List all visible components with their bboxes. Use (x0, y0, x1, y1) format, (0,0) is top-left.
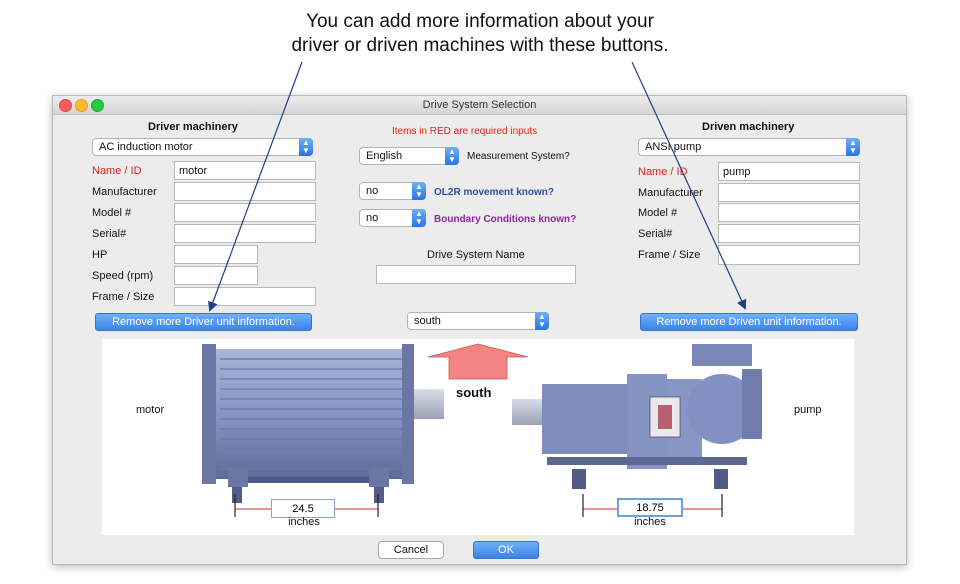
driver-spacing-unit: inches (288, 516, 320, 528)
measurement-system-value: English (366, 150, 403, 162)
driven-frame-label: Frame / Size (638, 249, 701, 261)
motor-illustration (202, 344, 444, 503)
close-window-button[interactable] (59, 99, 72, 112)
driver-serial-label: Serial# (92, 228, 127, 240)
instruction-caption: You can add more information about your … (250, 10, 710, 58)
driven-type-value: ANSI pump (645, 141, 702, 153)
driver-speed-input[interactable] (174, 266, 258, 285)
direction-select[interactable]: south ▲▼ (407, 312, 549, 330)
driven-spacing-unit: inches (634, 516, 666, 528)
chevron-updown-icon: ▲▼ (846, 138, 860, 156)
driven-type-select[interactable]: ANSI pump ▲▼ (638, 138, 860, 156)
ol2r-value: no (366, 185, 379, 197)
driver-manufacturer-label: Manufacturer (92, 186, 157, 198)
chevron-updown-icon: ▲▼ (445, 147, 459, 165)
driver-header: Driver machinery (148, 121, 238, 133)
driver-drawing-label: motor (136, 404, 165, 416)
pump-illustration (512, 344, 762, 489)
driver-type-value: AC induction motor (99, 141, 193, 153)
driver-hp-label: HP (92, 249, 108, 261)
zoom-window-button[interactable] (91, 99, 104, 112)
driver-speed-label: Speed (rpm) (92, 270, 154, 282)
driver-serial-input[interactable] (174, 224, 316, 243)
driver-frame-label: Frame / Size (92, 291, 155, 303)
direction-arrow (427, 343, 529, 380)
required-inputs-note: Items in RED are required inputs (392, 126, 538, 137)
driver-manufacturer-input[interactable] (174, 182, 316, 201)
driven-manufacturer-label: Manufacturer (638, 187, 703, 199)
measurement-system-select[interactable]: English ▲▼ (359, 147, 459, 165)
minimize-window-button[interactable] (75, 99, 88, 112)
system-name-label: Drive System Name (427, 249, 525, 261)
driver-hp-input[interactable] (174, 245, 258, 264)
driven-model-label: Model # (638, 207, 678, 219)
driver-spacing-input[interactable] (271, 499, 335, 518)
chevron-updown-icon: ▲▼ (412, 209, 426, 227)
ol2r-select[interactable]: no ▲▼ (359, 182, 426, 200)
driven-name-label: Name / ID (638, 166, 688, 178)
driven-drawing-label: pump (794, 404, 822, 416)
driven-name-input[interactable] (718, 162, 860, 181)
driven-header: Driven machinery (702, 121, 795, 133)
direction-drawing-label: south (456, 385, 492, 400)
driver-frame-input[interactable] (174, 287, 316, 306)
window-titlebar: Drive System Selection (53, 96, 906, 115)
window-title: Drive System Selection (422, 99, 537, 111)
direction-value: south (414, 315, 441, 327)
chevron-updown-icon: ▲▼ (535, 312, 549, 330)
boundary-conditions-select[interactable]: no ▲▼ (359, 209, 426, 227)
driver-more-info-button[interactable]: Remove more Driver unit information. (95, 313, 312, 331)
driven-frame-input[interactable] (718, 245, 860, 265)
driven-serial-input[interactable] (718, 224, 860, 243)
cancel-button[interactable]: Cancel (378, 541, 444, 559)
ok-button[interactable]: OK (473, 541, 539, 559)
caption-line-1: You can add more information about your (306, 11, 654, 32)
ol2r-label: OL2R movement known? (434, 187, 555, 198)
driven-more-info-button[interactable]: Remove more Driven unit information. (640, 313, 858, 331)
boundary-conditions-label: Boundary Conditions known? (434, 214, 577, 225)
driven-spacing-input[interactable] (617, 498, 683, 517)
driver-type-select[interactable]: AC induction motor ▲▼ (92, 138, 313, 156)
system-name-input[interactable] (376, 265, 576, 284)
driver-model-input[interactable] (174, 203, 316, 222)
driven-model-input[interactable] (718, 203, 860, 222)
driver-model-label: Model # (92, 207, 132, 219)
driver-name-input[interactable] (174, 161, 316, 180)
driven-serial-label: Serial# (638, 228, 673, 240)
boundary-conditions-value: no (366, 212, 379, 224)
measurement-system-label: Measurement System? (467, 151, 570, 162)
chevron-updown-icon: ▲▼ (299, 138, 313, 156)
chevron-updown-icon: ▲▼ (412, 182, 426, 200)
caption-line-2: driver or driven machines with these but… (291, 35, 669, 56)
drivetrain-drawing: motor pump south inches inches (102, 339, 854, 535)
drivetrain-illustration (202, 343, 762, 517)
driver-name-label: Name / ID (92, 165, 142, 177)
driven-manufacturer-input[interactable] (718, 183, 860, 202)
